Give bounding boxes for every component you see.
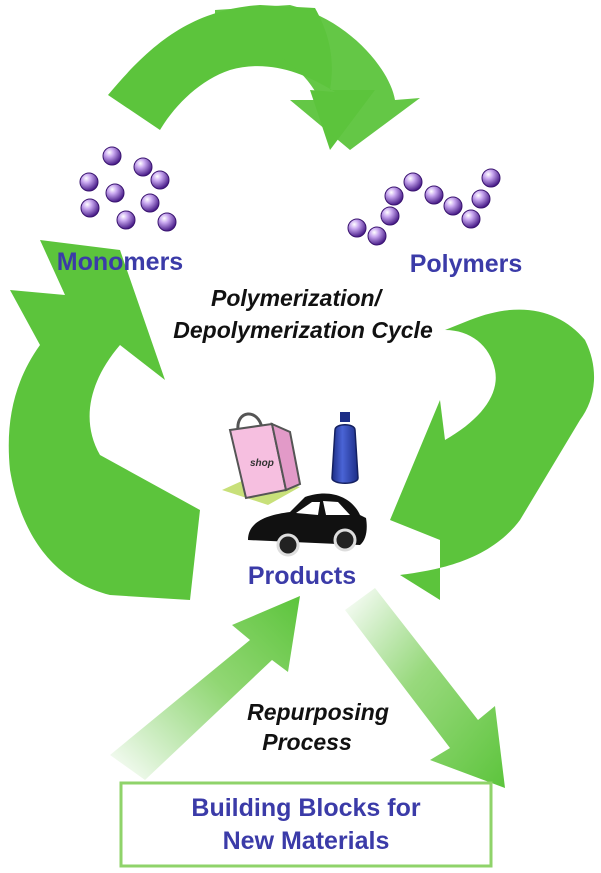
- polymers-label: Polymers: [410, 250, 523, 278]
- products-label: Products: [248, 562, 356, 590]
- repurposing-label-line2: Process: [262, 729, 352, 755]
- car-icon: [248, 493, 367, 557]
- cycle-label-line2: Depolymerization Cycle: [173, 317, 433, 343]
- repurposing-label-line1: Repurposing: [247, 699, 389, 725]
- bottle-icon: [331, 412, 359, 484]
- building-blocks-line2: New Materials: [223, 827, 390, 855]
- monomers-label: Monomers: [57, 248, 183, 276]
- building-blocks-line1: Building Blocks for: [191, 794, 420, 822]
- building-blocks-box: [119, 781, 493, 868]
- shopping-bag-icon: shop: [222, 412, 302, 505]
- bag-text: shop: [250, 458, 274, 469]
- cycle-label-line1: Polymerization/: [211, 285, 384, 311]
- recycle-arrow-left: [8, 240, 200, 600]
- repurposing-arrow-down: [345, 588, 505, 788]
- recycle-arrow-top: [108, 5, 420, 150]
- monomer-spheres: [79, 146, 177, 232]
- polymer-chain: [347, 168, 501, 246]
- recycle-arrow-right: [390, 309, 595, 600]
- repurposing-arrow-up: [110, 596, 300, 780]
